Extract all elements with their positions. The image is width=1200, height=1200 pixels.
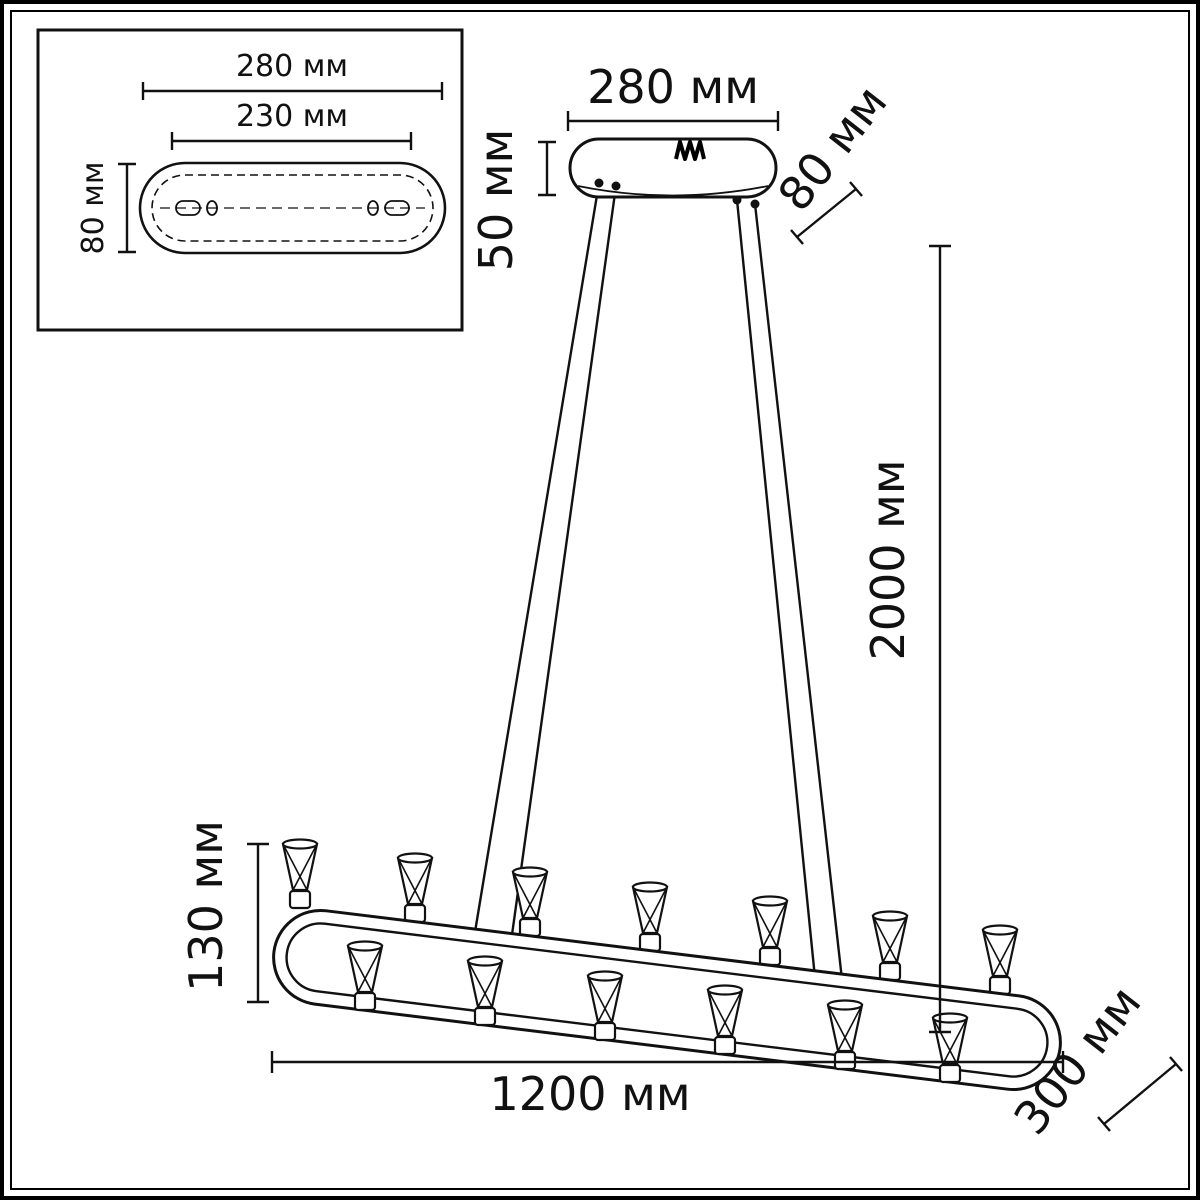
cable-anchor <box>732 195 742 205</box>
mounting-slot-right <box>384 200 410 216</box>
dim-lamp-height: 130 мм <box>179 820 269 1004</box>
cable-anchor <box>750 199 760 209</box>
canopy-depth-label: 80 мм <box>767 75 897 221</box>
canopy-width-label: 280 мм <box>587 60 759 114</box>
mounting-hole-left <box>206 200 218 216</box>
candle-light <box>751 895 789 967</box>
cable-right-outer <box>753 203 851 1043</box>
cable-left-outer <box>472 182 601 939</box>
candle-light <box>396 852 434 924</box>
candle-light <box>871 910 909 982</box>
ring-inner-outline <box>285 922 1049 1078</box>
lamp-height-label: 130 мм <box>179 820 233 992</box>
dim-suspension-length: 2000 мм <box>861 244 951 1034</box>
dim-canopy-width: 280 мм <box>566 60 780 131</box>
dim-inset-outer-width: 280 мм <box>141 49 444 100</box>
mounting-slot-left <box>175 200 201 216</box>
cable-right-inner <box>735 199 818 989</box>
fixture-length-label: 1200 мм <box>489 1067 690 1121</box>
mounting-hole-right <box>367 200 379 216</box>
inset-inner-width-label: 230 мм <box>236 99 348 134</box>
dim-canopy-height: 50 мм <box>469 129 556 272</box>
candle-light <box>631 881 669 953</box>
candle-light <box>511 866 549 938</box>
ring-outer-outline <box>272 908 1062 1092</box>
suspension-cables <box>472 182 851 1043</box>
cable-left-inner <box>504 185 618 979</box>
suspension-length-label: 2000 мм <box>861 459 915 660</box>
cable-anchor <box>611 181 621 191</box>
dim-fixture-length: 1200 мм <box>270 1051 1065 1121</box>
inset-top-view: 280 мм 230 мм 80 мм <box>36 28 464 332</box>
dim-canopy-depth: 80 мм <box>767 75 898 245</box>
canopy-underside-line <box>577 185 769 197</box>
dim-inset-depth: 80 мм <box>76 162 136 255</box>
candle-light <box>281 838 319 910</box>
dim-inset-inner-width: 230 мм <box>170 99 413 150</box>
ring-body <box>272 908 1062 1092</box>
canopy <box>568 137 778 209</box>
inset-canopy-outline <box>138 161 447 255</box>
cord-grip-icon <box>674 140 706 161</box>
canopy-outline <box>568 137 778 199</box>
candle-light <box>981 924 1019 996</box>
inset-depth-label: 80 мм <box>76 162 111 255</box>
cable-anchor <box>594 178 604 188</box>
inset-border <box>36 28 464 332</box>
inset-hidden-edge <box>151 174 434 242</box>
inset-outer-width-label: 280 мм <box>236 49 348 84</box>
canopy-height-label: 50 мм <box>469 129 523 272</box>
